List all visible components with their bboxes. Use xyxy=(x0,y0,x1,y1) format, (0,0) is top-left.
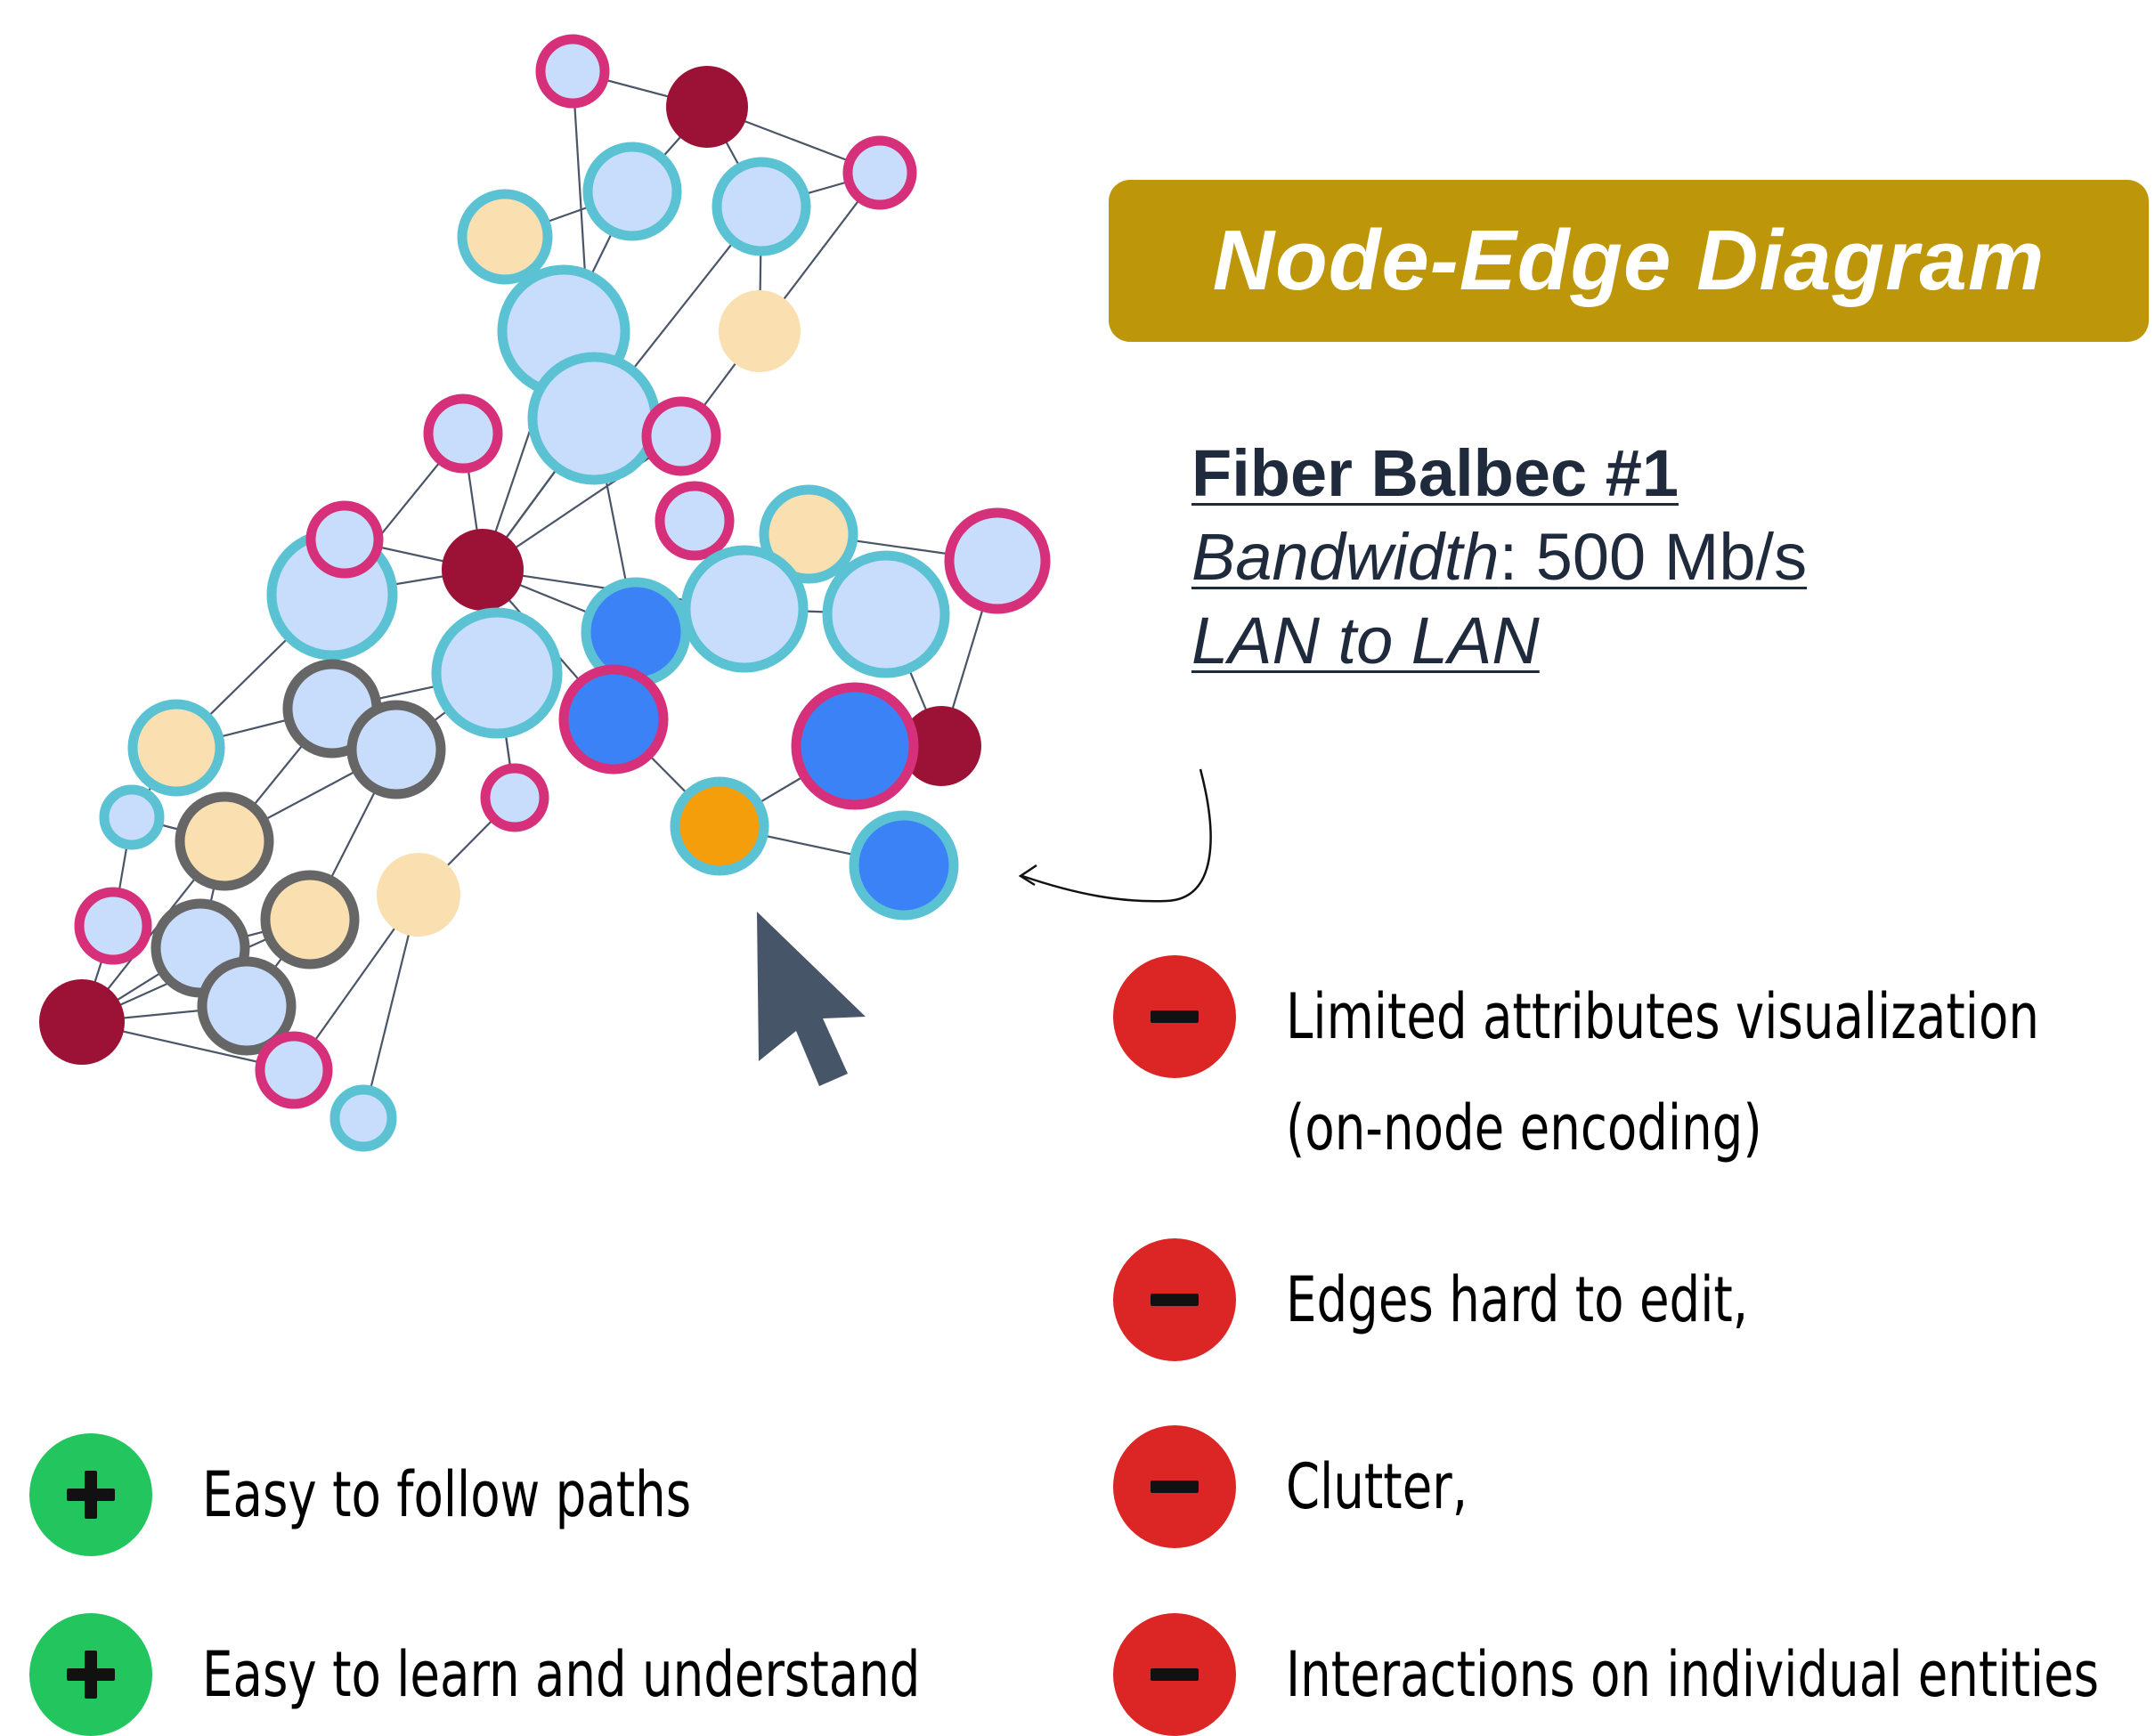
con-label-4: Interactions on individual entities xyxy=(1286,1638,2100,1711)
graph-node[interactable] xyxy=(442,529,524,611)
con-label-3: Clutter, xyxy=(1286,1450,1468,1523)
con-item-limited-attributes: Limited attributes visualization xyxy=(1113,955,2155,1078)
graph-node[interactable] xyxy=(74,887,152,965)
page-title: Node-Edge Diagram xyxy=(1212,213,2045,308)
graph-node[interactable] xyxy=(175,791,274,891)
con-label-1a: Limited attributes visualization xyxy=(1286,980,2039,1053)
graph-node[interactable] xyxy=(260,870,360,969)
graph-nodes xyxy=(39,34,1051,1152)
graph-node[interactable] xyxy=(305,500,384,579)
graph-node[interactable] xyxy=(255,1031,333,1109)
graph-node[interactable] xyxy=(655,481,735,561)
pro-item-paths: Easy to follow paths xyxy=(29,1433,829,1556)
graph-node[interactable] xyxy=(329,1084,397,1152)
graph-node[interactable] xyxy=(670,776,769,876)
graph-node[interactable] xyxy=(197,956,297,1056)
graph-node[interactable] xyxy=(944,507,1051,614)
graph-node[interactable] xyxy=(527,352,661,485)
pro-item-learn: Easy to learn and understand xyxy=(29,1613,1123,1736)
graph-node[interactable] xyxy=(99,784,165,850)
con-label-1b: (on-node encoding) xyxy=(1286,1091,1762,1164)
graph-node[interactable] xyxy=(641,396,721,476)
con-label-2: Edges hard to edit, xyxy=(1286,1263,1749,1336)
graph-node[interactable] xyxy=(791,682,919,810)
graph-node[interactable] xyxy=(582,142,682,241)
graph-node[interactable] xyxy=(346,700,446,799)
edge-link-type: LAN to LAN xyxy=(1191,599,1807,683)
graph-node[interactable] xyxy=(535,34,610,109)
bandwidth-value: : 500 Mb/s xyxy=(1499,520,1808,594)
node-edge-graph xyxy=(39,34,1051,1152)
link-type-text: LAN to LAN xyxy=(1191,604,1540,677)
plus-icon xyxy=(29,1433,152,1556)
con-item-interactions: Interactions on individual entities xyxy=(1113,1613,2155,1736)
graph-node[interactable] xyxy=(480,763,549,832)
graph-node[interactable] xyxy=(558,664,669,775)
graph-node[interactable] xyxy=(39,979,125,1065)
edge-info-label: Fiber Balbec #1 Bandwidth: 500 Mb/s LAN … xyxy=(1191,432,1807,683)
graph-node[interactable] xyxy=(666,66,748,148)
graph-node[interactable] xyxy=(377,853,460,937)
curved-arrow-icon xyxy=(1018,768,1212,903)
minus-icon xyxy=(1113,1238,1236,1361)
minus-icon xyxy=(1113,1613,1236,1736)
bandwidth-label: Bandwidth xyxy=(1191,520,1500,594)
edge-name: Fiber Balbec #1 xyxy=(1191,436,1679,510)
graph-node[interactable] xyxy=(759,484,858,584)
graph-node[interactable] xyxy=(849,810,959,921)
graph-node[interactable] xyxy=(431,607,563,739)
graph-node[interactable] xyxy=(712,157,811,256)
title-banner: Node-Edge Diagram xyxy=(1109,180,2149,342)
graph-node[interactable] xyxy=(127,699,225,797)
graph-node[interactable] xyxy=(719,290,801,372)
pro-label-2: Easy to learn and understand xyxy=(202,1638,921,1711)
graph-node[interactable] xyxy=(680,545,809,673)
graph-node[interactable] xyxy=(457,189,553,285)
graph-node[interactable] xyxy=(842,135,917,210)
cursor-arrow-icon xyxy=(757,912,866,1086)
minus-icon xyxy=(1113,1425,1236,1548)
graph-node[interactable] xyxy=(901,706,981,786)
minus-icon xyxy=(1113,955,1236,1078)
graph-node[interactable] xyxy=(822,550,950,678)
con-item-edges: Edges hard to edit, xyxy=(1113,1238,1879,1361)
con-item-clutter: Clutter, xyxy=(1113,1425,1519,1548)
edge-bandwidth: Bandwidth: 500 Mb/s xyxy=(1191,515,1807,599)
plus-icon xyxy=(29,1613,152,1736)
pro-label-1: Easy to follow paths xyxy=(202,1458,692,1531)
graph-node[interactable] xyxy=(423,393,503,474)
